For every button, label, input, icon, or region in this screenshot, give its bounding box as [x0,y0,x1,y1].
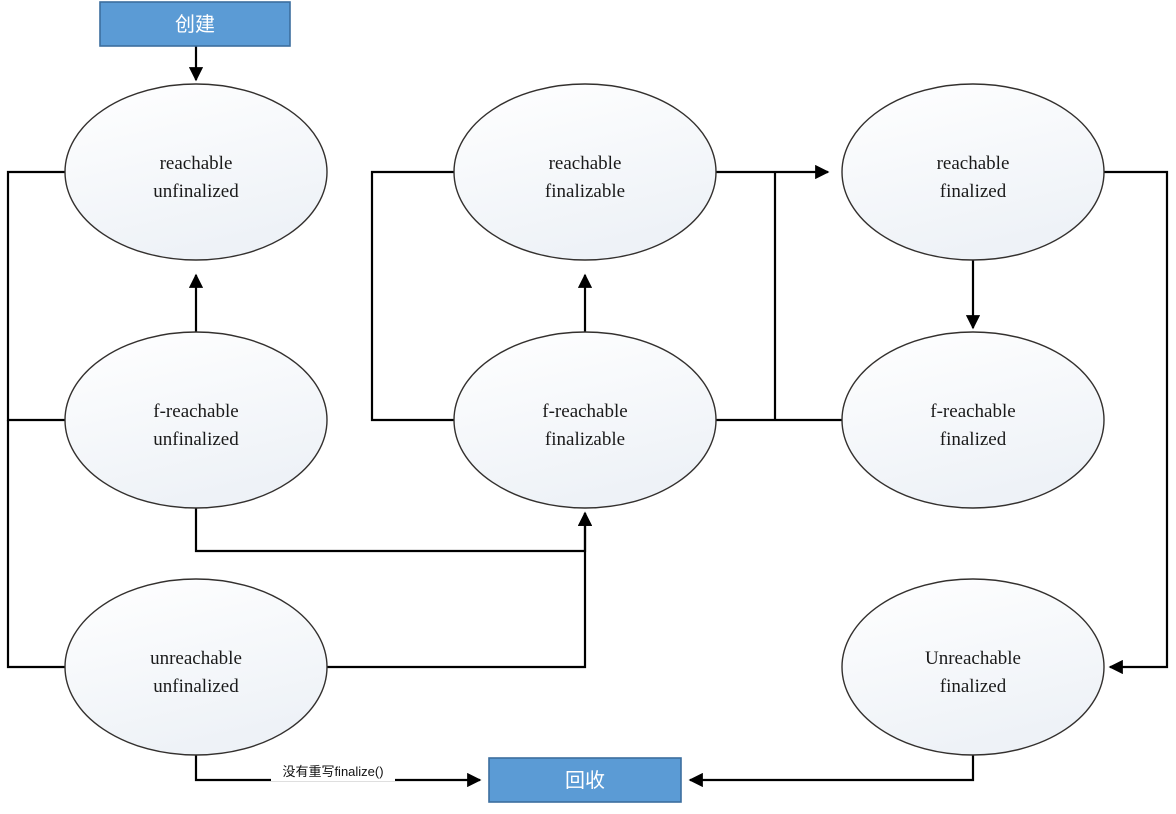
state-ellipse-reachable-finalized [841,83,1105,261]
state-ellipse-f-reachable-finalized [841,331,1105,509]
state-node-f-reachable-unfinalized[interactable]: f-reachable unfinalized [64,331,328,509]
state-label-line2-unreachable-finalized: finalized [940,676,1007,697]
state-node-f-reachable-finalized[interactable]: f-reachable finalized [841,331,1105,509]
state-label-line2-unreachable-unfinalized: unfinalized [153,676,239,697]
state-label-line1-f-reachable-unfinalized: f-reachable [153,401,238,422]
state-label-line1-f-reachable-finalizable: f-reachable [542,401,627,422]
state-ellipse-reachable-unfinalized [64,83,328,261]
state-label-line2-f-reachable-unfinalized: unfinalized [153,429,239,450]
edge-unreachable-unfinalized-to-f-reachable-finalizable [327,511,593,669]
process-box-shape-recycle [488,757,682,803]
edge-labels-layer: 没有重写finalize() [271,764,395,781]
state-label-line1-f-reachable-finalized: f-reachable [930,401,1015,422]
state-ellipse-reachable-finalizable [453,83,717,261]
process-box-shape-create [99,1,291,47]
state-node-unreachable-unfinalized[interactable]: unreachable unfinalized [64,578,328,756]
state-node-unreachable-finalized[interactable]: Unreachable finalized [841,578,1105,756]
process-box-create[interactable]: 创建 [99,1,291,47]
state-label-line1-unreachable-unfinalized: unreachable [150,648,242,669]
process-box-label-create: 创建 [175,13,215,36]
edge-label-backdrop-unreachable-unfinalized-to-recycle [271,764,395,781]
state-label-line2-reachable-finalizable: finalizable [545,181,625,202]
state-ellipse-unreachable-finalized [841,578,1105,756]
state-node-f-reachable-finalizable[interactable]: f-reachable finalizable [453,331,717,509]
state-label-line1-reachable-finalizable: reachable [549,153,622,174]
process-box-recycle[interactable]: 回收 [488,757,682,803]
process-box-label-recycle: 回收 [565,769,605,792]
state-label-line2-reachable-unfinalized: unfinalized [153,181,239,202]
edge-label-unreachable-unfinalized-to-recycle: 没有重写finalize() [282,764,383,779]
state-node-reachable-unfinalized[interactable]: reachable unfinalized [64,83,328,261]
state-label-line1-reachable-unfinalized: reachable [160,153,233,174]
state-label-line2-f-reachable-finalizable: finalizable [545,429,625,450]
state-ellipse-unreachable-unfinalized [64,578,328,756]
state-node-reachable-finalizable[interactable]: reachable finalizable [453,83,717,261]
state-ellipse-f-reachable-unfinalized [64,331,328,509]
state-label-line2-reachable-finalized: finalized [940,181,1007,202]
nodes-layer: reachable unfinalized reachable finalizable… [64,83,1105,756]
state-label-line2-f-reachable-finalized: finalized [940,429,1007,450]
edge-reachable-finalized-to-unreachable-finalized [1104,170,1169,675]
state-ellipse-f-reachable-finalizable [453,331,717,509]
edge-unreachable-finalized-to-recycle [688,755,975,788]
edge-f-reachable-unfinalized-to-f-reachable-finalizable [194,508,593,553]
state-label-line1-reachable-finalized: reachable [937,153,1010,174]
state-label-line1-unreachable-finalized: Unreachable [925,648,1021,669]
state-node-reachable-finalized[interactable]: reachable finalized [841,83,1105,261]
